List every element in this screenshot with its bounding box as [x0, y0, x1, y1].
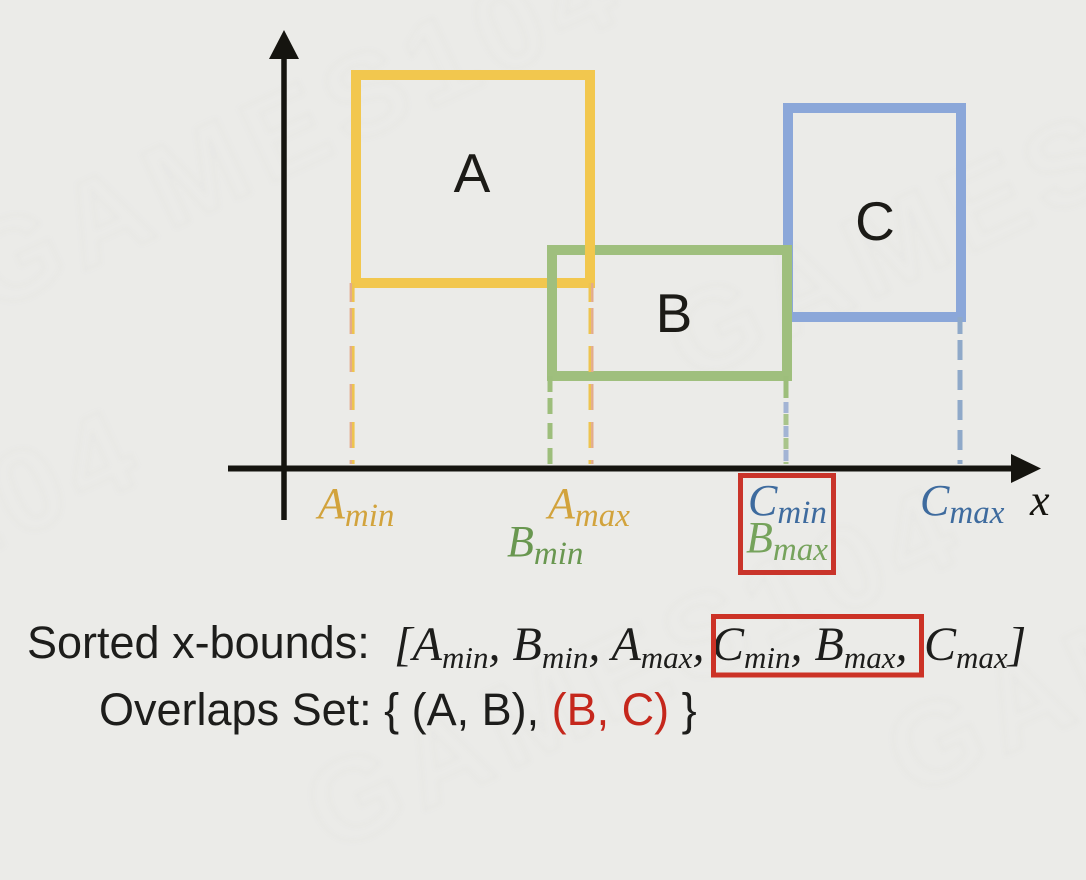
svg-text:Overlaps Set: { (A, B), (B, C): Overlaps Set: { (A, B), (B, C) } [99, 684, 697, 735]
svg-text:Cmin, Bmax,: Cmin, Bmax, [712, 618, 908, 675]
svg-text:[Amin, Bmin, Amax,: [Amin, Bmin, Amax, [394, 618, 704, 675]
svg-text:Cmax]: Cmax] [924, 618, 1026, 675]
svg-text:Amin: Amin [315, 479, 394, 534]
svg-text:Sorted x-bounds:: Sorted x-bounds: [27, 617, 370, 668]
svg-text:C: C [855, 190, 895, 252]
svg-text:x: x [1029, 476, 1050, 525]
svg-text:Cmax: Cmax [920, 476, 1005, 531]
svg-text:A: A [454, 142, 491, 204]
svg-text:B: B [656, 282, 693, 344]
svg-text:Amax: Amax [545, 479, 630, 534]
